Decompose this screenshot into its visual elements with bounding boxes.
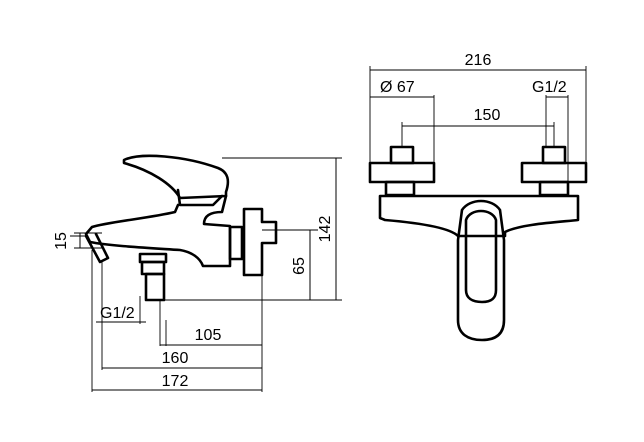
front-view bbox=[368, 66, 588, 342]
dim-depth-inlet: 105 bbox=[195, 327, 222, 344]
side-body bbox=[84, 194, 232, 268]
front-lever bbox=[456, 199, 506, 342]
dim-center-distance: 150 bbox=[474, 107, 501, 124]
dim-thread-right: G1/2 bbox=[532, 79, 567, 96]
side-spout-tip bbox=[84, 232, 110, 264]
side-wall-plate bbox=[242, 207, 278, 277]
dim-depth-spout: 160 bbox=[162, 350, 189, 367]
dim-spout-thickness: 15 bbox=[53, 232, 70, 250]
front-body bbox=[378, 194, 580, 238]
front-right-nut bbox=[541, 145, 567, 165]
dim-overall-width: 216 bbox=[465, 52, 492, 69]
front-left-nut bbox=[389, 145, 415, 165]
side-lever bbox=[122, 154, 230, 200]
dim-height-total: 142 bbox=[317, 216, 334, 243]
dim-diameter: Ø 67 bbox=[380, 79, 415, 96]
side-view bbox=[70, 154, 342, 392]
dim-depth-total: 172 bbox=[162, 373, 189, 390]
dim-thread-bottom: G1/2 bbox=[100, 305, 135, 322]
dim-height-outlet: 65 bbox=[291, 257, 308, 275]
